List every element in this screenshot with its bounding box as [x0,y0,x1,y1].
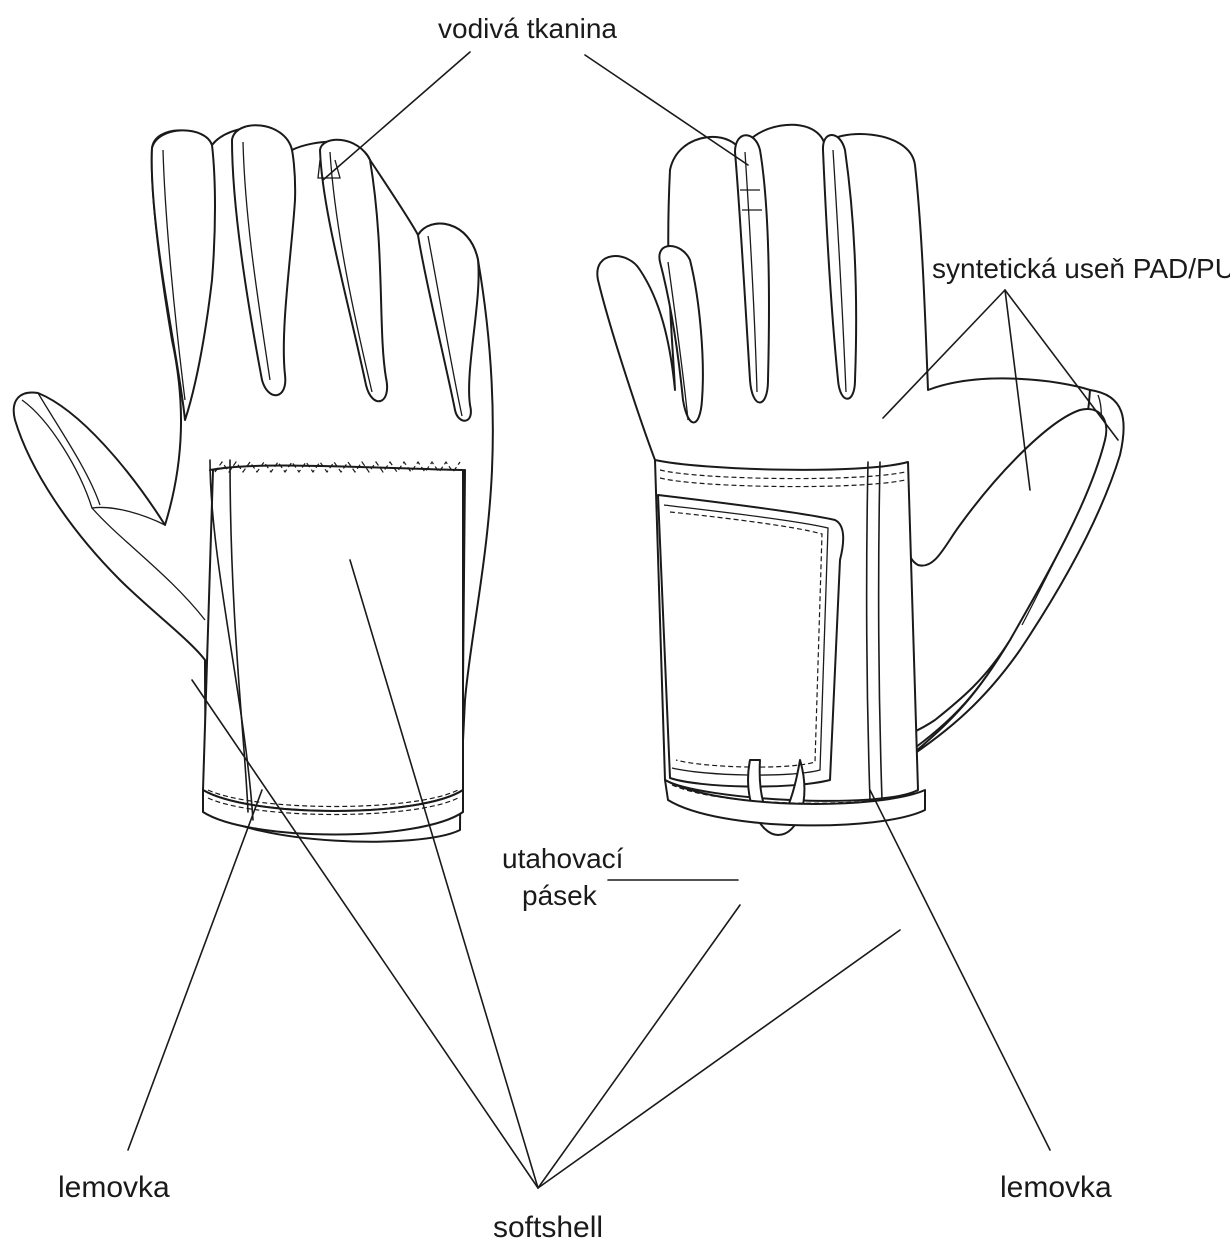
label-softshell: softshell [493,1211,603,1244]
label-strap-line1: utahovací [502,843,624,874]
label-binding-left: lemovka [58,1171,170,1204]
label-conductive-fabric: vodivá tkanina [438,13,617,44]
label-binding-right: lemovka [1000,1171,1112,1204]
left-glove [14,125,493,841]
left-glove-cuff-body [203,466,463,811]
label-strap-line2: pásek [522,880,598,911]
label-synthetic-leather: syntetická useň PAD/PU [932,253,1230,284]
right-glove [597,125,1123,835]
